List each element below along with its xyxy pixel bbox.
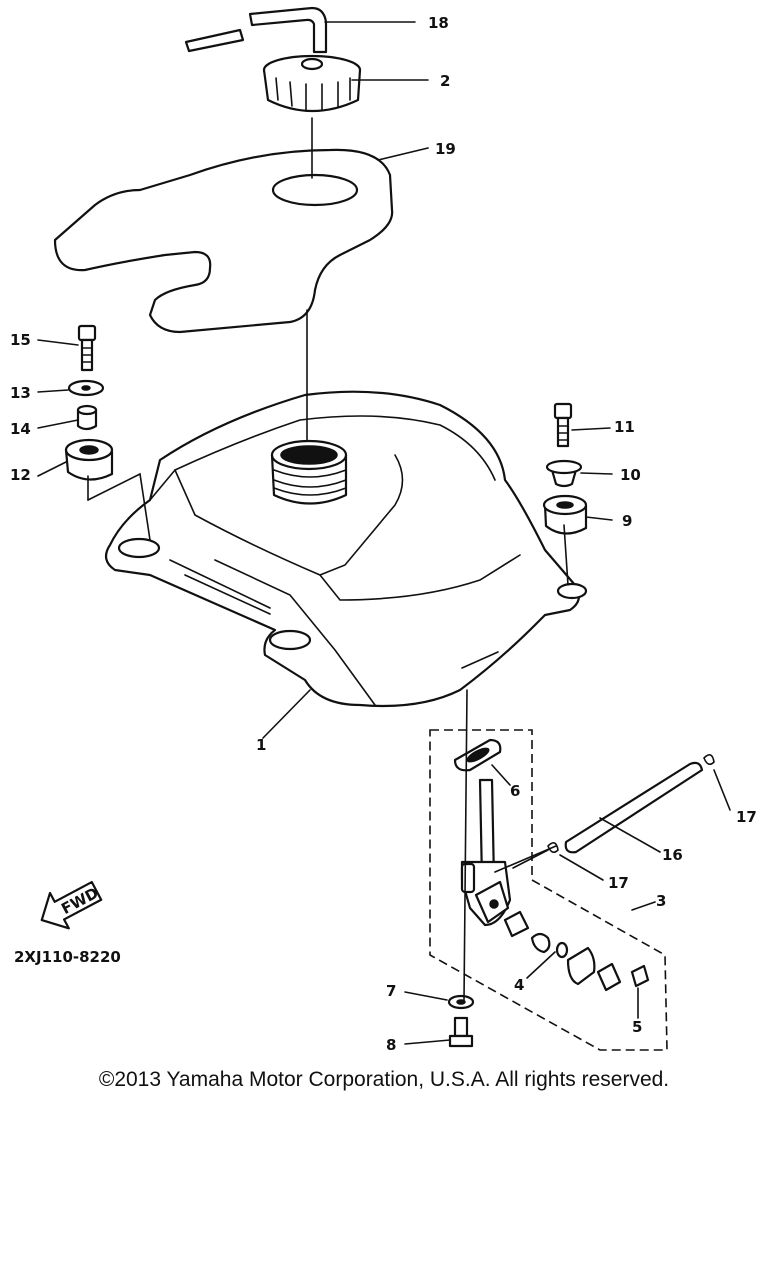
- label-9: 9: [622, 512, 632, 530]
- diagram-code: 2XJ110-8220: [14, 948, 121, 966]
- copyright-notice: ©2013 Yamaha Motor Corporation, U.S.A. A…: [98, 1068, 670, 1091]
- label-2: 2: [440, 72, 450, 90]
- label-12: 12: [10, 466, 31, 484]
- leader-lines: [37, 21, 731, 1045]
- bolt-left: [77, 324, 97, 372]
- hose-clip-lower: [547, 842, 559, 854]
- bolt-right: [553, 402, 573, 448]
- label-18: 18: [428, 14, 449, 32]
- label-3: 3: [656, 892, 666, 910]
- fuel-hose: [564, 761, 704, 854]
- drain-washer: [447, 994, 475, 1010]
- label-14: 14: [10, 420, 31, 438]
- fuel-cock-assembly-leader: [631, 901, 656, 911]
- label-16: 16: [662, 846, 683, 864]
- fwd-arrow-icon: FWD: [40, 880, 103, 930]
- hose-clip-upper: [703, 754, 715, 766]
- drain-bolt: [448, 1016, 474, 1048]
- label-7: 7: [386, 982, 396, 1000]
- collar-left: [76, 404, 98, 431]
- label-10: 10: [620, 466, 641, 484]
- label-15: 15: [10, 331, 31, 349]
- label-4: 4: [514, 976, 524, 994]
- collar-right: [545, 459, 583, 488]
- label-19: 19: [435, 140, 456, 158]
- cock-internals: [503, 910, 650, 992]
- fuel-tank-exploded-diagram: 18 2 19 15 13 14 12 11 10 9 1 6 17 16 17…: [10, 6, 757, 1054]
- fuel-cock-assembly-outline: [429, 729, 668, 1051]
- label-17-upper: 17: [736, 808, 757, 826]
- damper-right: [542, 494, 588, 535]
- label-17-lower: 17: [608, 874, 629, 892]
- label-11: 11: [614, 418, 635, 436]
- label-13: 13: [10, 384, 31, 402]
- label-6: 6: [510, 782, 520, 800]
- fuel-cap: [262, 54, 362, 113]
- breather-hose: [184, 6, 328, 54]
- label-8: 8: [386, 1036, 396, 1054]
- label-5: 5: [632, 1018, 642, 1036]
- damper-left: [64, 438, 114, 481]
- tank-cover: [53, 148, 394, 334]
- washer-left: [67, 379, 105, 397]
- label-1: 1: [256, 736, 266, 754]
- fuel-tank: [104, 390, 588, 708]
- fuel-cock: [460, 778, 512, 927]
